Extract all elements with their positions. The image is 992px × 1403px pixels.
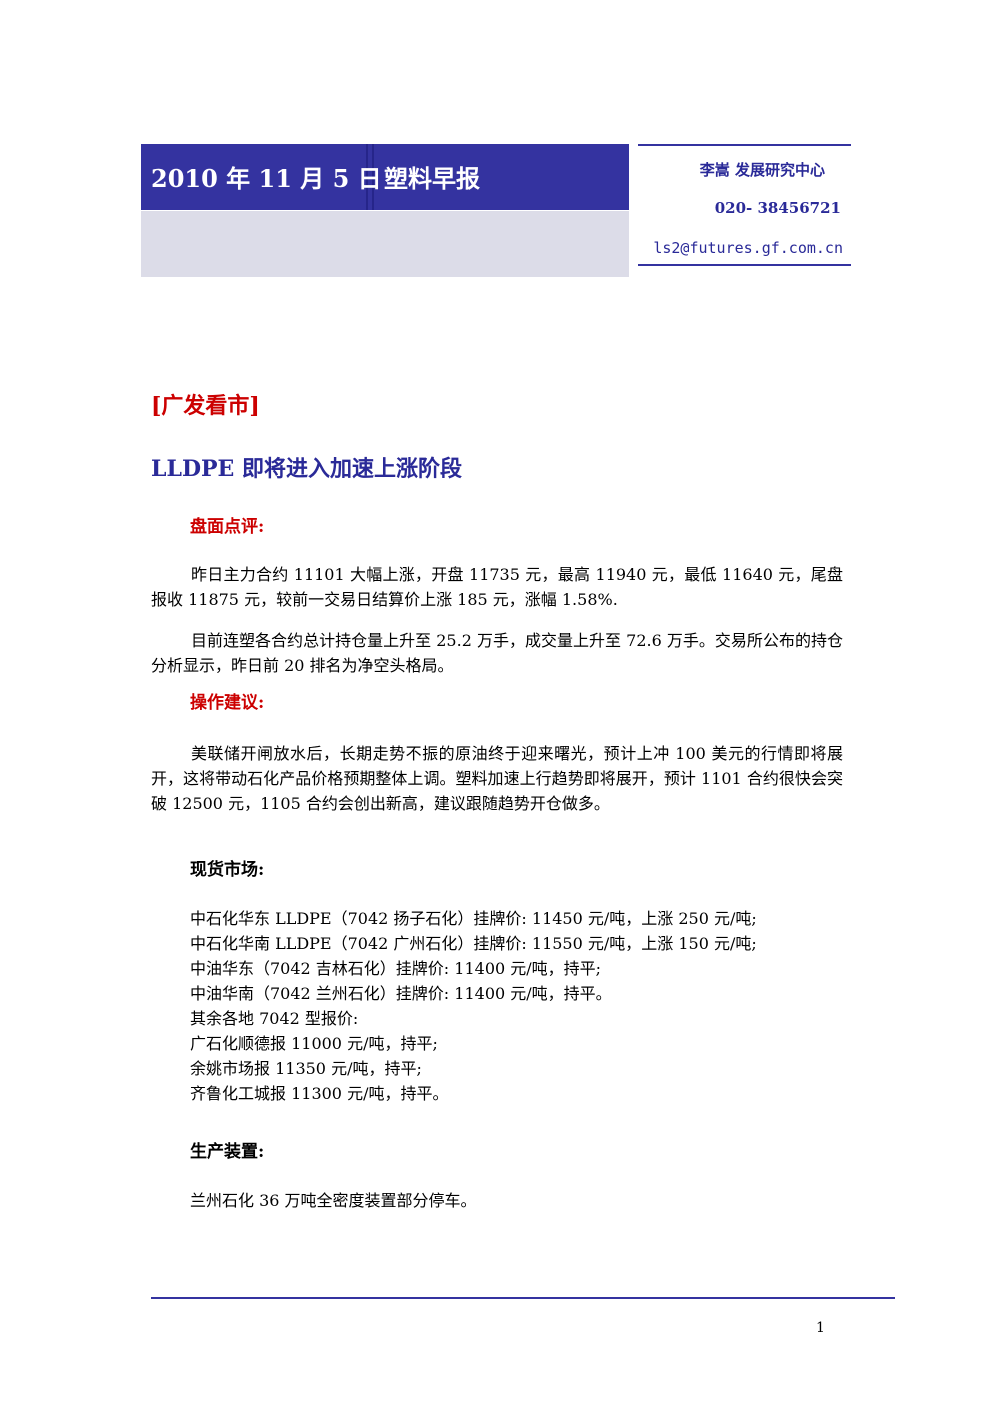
spot-market-heading: 现货市场:: [190, 860, 265, 880]
header-banner: 2010 年 11 月 5 日 塑料早报: [141, 144, 629, 210]
market-review-paragraph: 昨日主力合约 11101 大幅上涨，开盘 11735 元，最高 11940 元，…: [151, 565, 843, 609]
spot-market-list: 中石化华东 LLDPE（7042 扬子石化）挂牌价: 11450 元/吨，上涨 …: [190, 906, 757, 1106]
advice-heading: 操作建议:: [190, 693, 265, 713]
list-item: 中油华东（7042 吉林石化）挂牌价: 11400 元/吨，持平;: [190, 959, 602, 978]
list-item: 广石化顺德报 11000 元/吨，持平;: [190, 1034, 438, 1053]
phone-number: 020- 38456721: [714, 199, 841, 217]
page-number: 1: [816, 1320, 825, 1336]
report-title: 塑料早报: [384, 164, 480, 193]
banner-divider: [366, 144, 368, 210]
list-item: 中石化华南 LLDPE（7042 广州石化）挂牌价: 11550 元/吨，上涨 …: [190, 934, 757, 953]
advice-paragraph: 美联储开闸放水后，长期走势不振的原油终于迎来曙光，预计上冲 100 美元的行情即…: [151, 744, 843, 813]
report-date: 2010 年 11 月 5 日: [151, 164, 382, 193]
email-address[interactable]: ls2@futures.gf.com.cn: [653, 239, 843, 257]
header-subbanner: [141, 211, 629, 277]
list-item: 其余各地 7042 型报价:: [190, 1009, 359, 1028]
list-item: 余姚市场报 11350 元/吨，持平;: [190, 1059, 422, 1078]
production-line: 兰州石化 36 万吨全密度装置部分停车。: [190, 1191, 477, 1210]
analyst-line: 李嵩 发展研究中心: [699, 161, 825, 179]
contact-box: 李嵩 发展研究中心 020- 38456721 ls2@futures.gf.c…: [638, 144, 851, 266]
headline: LLDPE 即将进入加速上涨阶段: [151, 456, 462, 482]
market-review-paragraph: 目前连塑各合约总计持仓量上升至 25.2 万手，成交量上升至 72.6 万手。交…: [151, 631, 843, 675]
banner-divider: [372, 144, 374, 210]
market-review-heading: 盘面点评:: [190, 517, 265, 537]
list-item: 中石化华东 LLDPE（7042 扬子石化）挂牌价: 11450 元/吨，上涨 …: [190, 909, 757, 928]
production-heading: 生产装置:: [190, 1142, 265, 1162]
list-item: 中油华南（7042 兰州石化）挂牌价: 11400 元/吨，持平。: [190, 984, 612, 1003]
footer-rule: [151, 1297, 895, 1299]
section-tag: [广发看市]: [151, 393, 260, 419]
list-item: 齐鲁化工城报 11300 元/吨，持平。: [190, 1084, 449, 1103]
